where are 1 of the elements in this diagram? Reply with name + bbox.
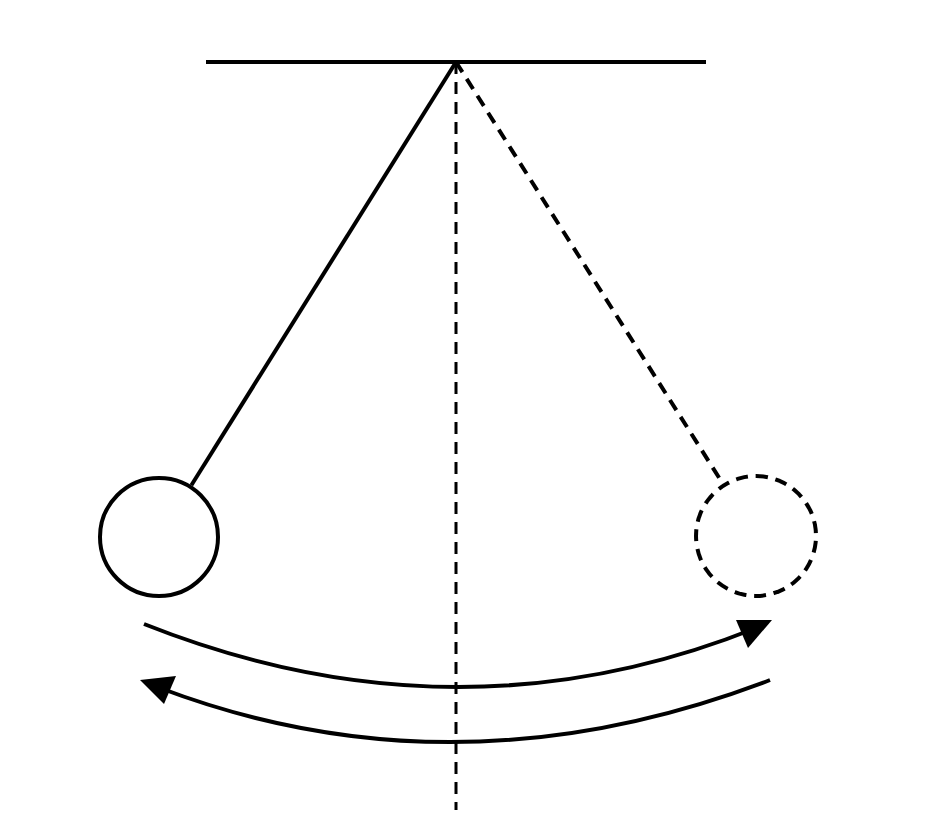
pendulum-string [189,60,458,487]
